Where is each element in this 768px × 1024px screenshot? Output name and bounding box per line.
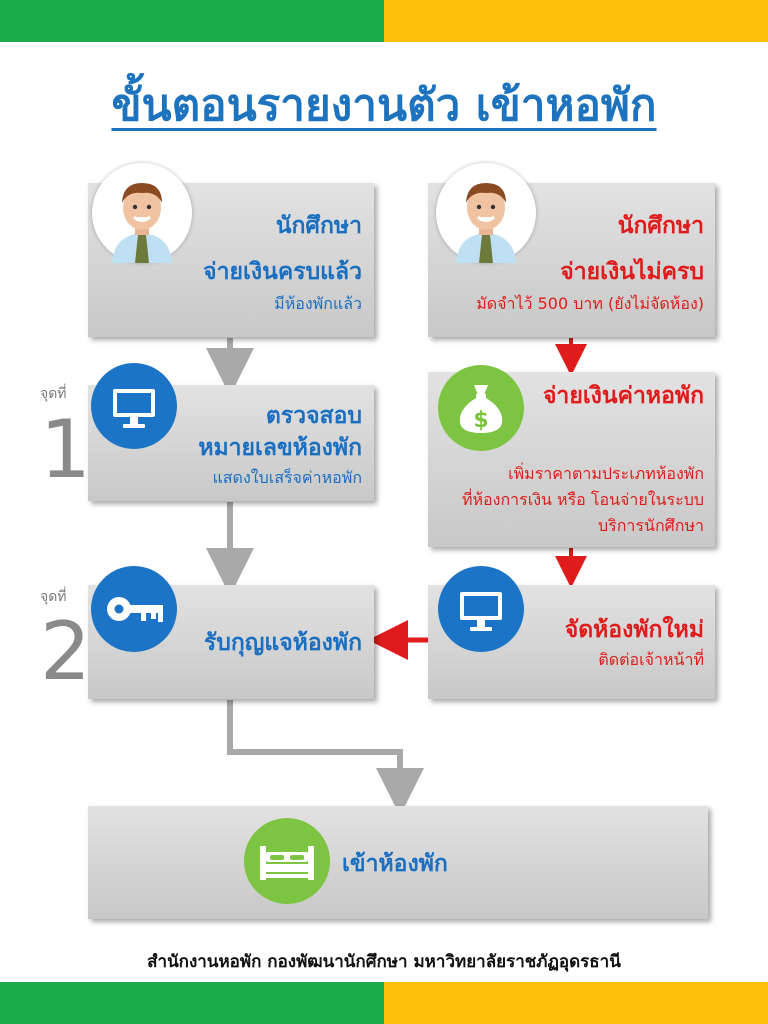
unpaid-student-heading: นักศึกษา bbox=[617, 213, 704, 239]
top-bar-yellow bbox=[384, 0, 768, 42]
pay-line1: เพิ่มราคาตามประเภทห้องพัก bbox=[508, 464, 704, 483]
monitor-icon bbox=[438, 566, 524, 652]
verify-line1: ตรวจสอบ bbox=[265, 403, 362, 429]
paid-student-heading: นักศึกษา bbox=[275, 213, 362, 239]
enter-room-text: เข้าห้องพัก bbox=[342, 851, 448, 877]
person-avatar-icon bbox=[436, 163, 536, 263]
enter-room-box bbox=[88, 806, 708, 919]
bottom-bar-green bbox=[0, 982, 384, 1024]
paid-student-status: จ่ายเงินครบแล้ว bbox=[203, 259, 362, 285]
bottom-bar-yellow bbox=[384, 982, 768, 1024]
pay-line2: ที่ห้องการเงิน หรือ โอนจ่ายในระบบ bbox=[461, 490, 704, 509]
point2-label: จุดที่ bbox=[40, 589, 67, 605]
svg-text:$: $ bbox=[473, 408, 488, 433]
monitor-icon bbox=[91, 363, 177, 449]
pay-line3: บริการนักศึกษา bbox=[597, 516, 704, 535]
money-bag-icon: $ bbox=[438, 365, 524, 451]
gray-connector-3 bbox=[227, 700, 424, 816]
point1-number: 1 bbox=[40, 403, 91, 496]
verify-line2: หมายเลขห้องพัก bbox=[198, 435, 362, 461]
verify-line3: แสดงใบเสร็จค่าหอพัก bbox=[212, 468, 362, 487]
key-icon bbox=[91, 566, 177, 652]
assign-line1: จัดห้องพักใหม่ bbox=[564, 617, 704, 643]
page-title: ขั้นตอนรายงานตัว เข้าหอพัก bbox=[111, 80, 657, 131]
point1-label: จุดที่ bbox=[40, 386, 67, 402]
bed-icon bbox=[244, 818, 330, 904]
footer-credit: สำนักงานหอพัก กองพัฒนานักศึกษา มหาวิทยาล… bbox=[147, 952, 621, 972]
person-avatar-icon bbox=[92, 163, 192, 263]
top-bar-green bbox=[0, 0, 384, 42]
receive-key-text: รับกุญแจห้องพัก bbox=[203, 630, 362, 656]
unpaid-student-note: มัดจำไว้ 500 บาท (ยังไม่จัดห้อง) bbox=[476, 294, 704, 313]
point2-number: 2 bbox=[40, 605, 91, 698]
pay-heading: จ่ายเงินค่าหอพัก bbox=[542, 383, 704, 409]
unpaid-student-status: จ่ายเงินไม่ครบ bbox=[560, 259, 704, 285]
assign-line2: ติดต่อเจ้าหน้าที่ bbox=[598, 650, 704, 669]
paid-student-note: มีห้องพักแล้ว bbox=[274, 294, 362, 313]
